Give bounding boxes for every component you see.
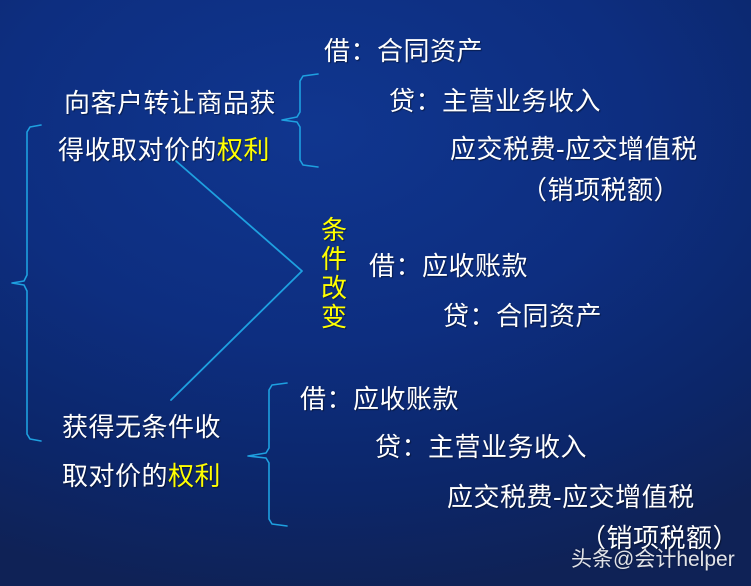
bottom-entry-line-3: 应交税费-应交增值税 [447,482,695,512]
top-branch-label-line2-plain: 得收取对价的 [58,135,218,165]
bottom-branch-label-line2-plain: 取对价的 [62,461,169,491]
top-branch-label-line2: 得收取对价的权利 [58,137,270,163]
bottom-branch-label-line2-highlight: 权利 [168,461,222,491]
bottom-branch-label-line1: 获得无条件收 [62,412,222,442]
middle-branch-vertical-label: 条件改变 [320,215,347,333]
top-entry-line-1: 借：合同资产 [324,36,484,66]
bottom-entry-line-4: （销项税额） [580,523,740,553]
middle-entry-line-1: 借：应收账款 [369,251,529,281]
bottom-entry-brace [247,382,288,527]
top-entry-line-3: 应交税费-应交增值税 [450,134,698,164]
middle-entry-line-2: 贷：合同资产 [443,301,603,331]
top-entry-line-2: 贷：主营业务收入 [389,86,602,116]
top-branch-label-line1: 向客户转让商品获 [64,88,277,118]
watermark: 头条@会计helper [571,548,735,571]
bottom-branch-label-line2: 取对价的权利 [62,463,221,489]
bottom-entry-line-1: 借：应收账款 [300,384,460,414]
bottom-entry-line-2: 贷：主营业务收入 [375,432,588,462]
chevron-arrow [170,160,303,401]
outer-left-brace [11,124,42,442]
top-entry-brace [281,73,319,168]
top-branch-label-line2-highlight: 权利 [217,135,271,165]
top-entry-line-4: （销项税额） [521,175,681,205]
